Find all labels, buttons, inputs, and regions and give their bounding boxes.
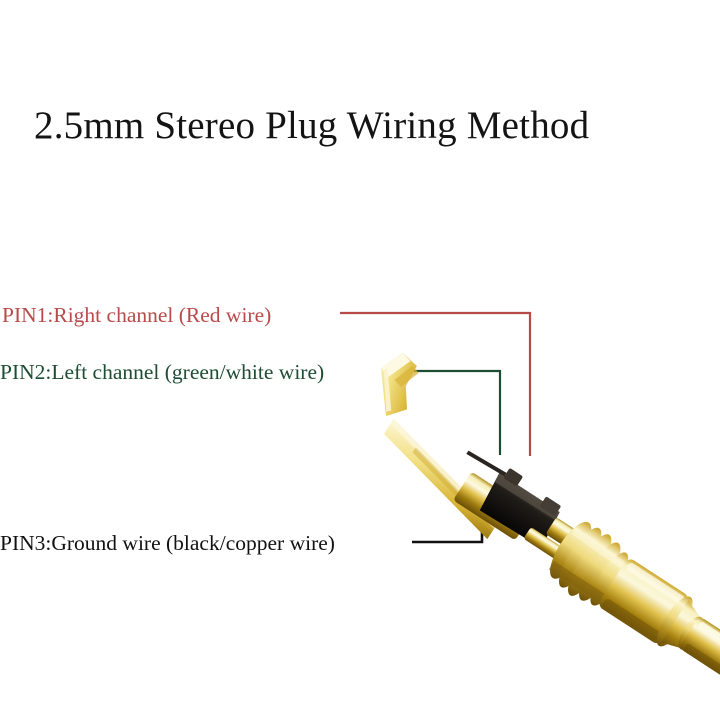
contact-shaft <box>681 618 720 720</box>
pin2-label: PIN2:Left channel (green/white wire) <box>0 360 325 384</box>
ground-lug <box>380 352 419 417</box>
plug-barrel <box>599 559 693 647</box>
insulator-block <box>466 450 561 548</box>
plug-body <box>380 352 720 720</box>
pin3-label: PIN3:Ground wire (black/copper wire) <box>0 531 335 555</box>
threaded-collar <box>548 521 629 606</box>
pin1-label: PIN1:Right channel (Red wire) <box>2 303 272 327</box>
page-title: 2.5mm Stereo Plug Wiring Method <box>34 104 590 147</box>
leader-line-pin2 <box>406 369 502 455</box>
leader-line-pin1 <box>340 311 532 456</box>
